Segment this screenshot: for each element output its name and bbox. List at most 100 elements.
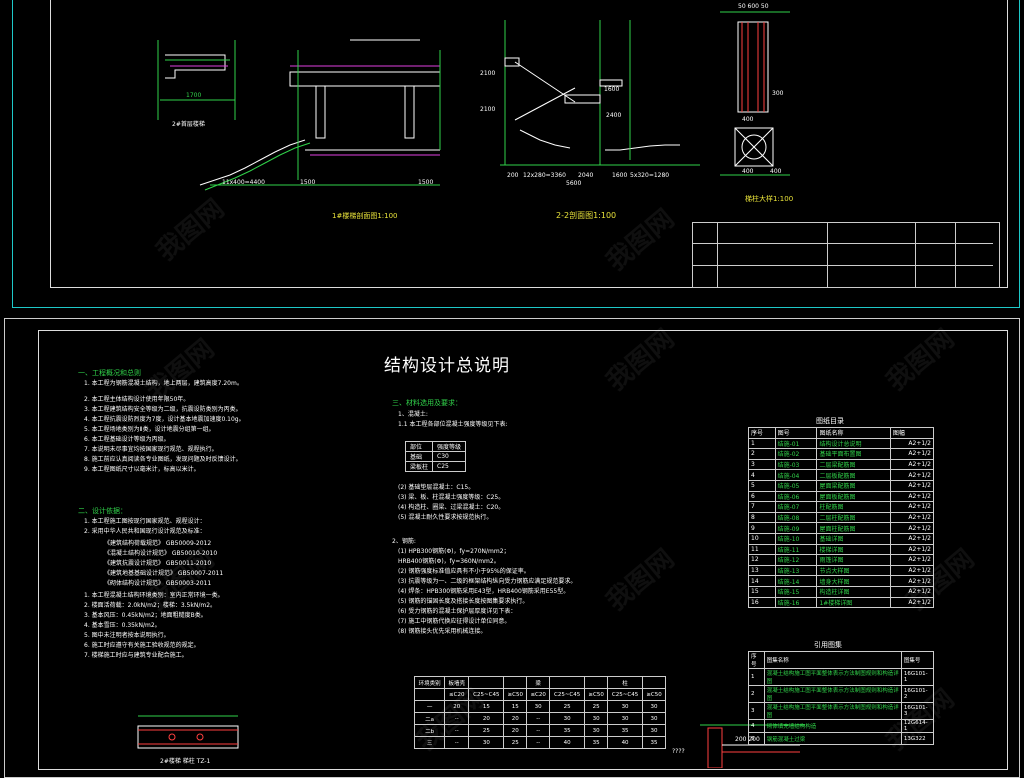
table-cell: 雨篷详图	[816, 554, 891, 566]
table-cell: 结施-04	[774, 469, 818, 481]
table-cell: 15	[503, 700, 528, 713]
text-line: 9. 本工程图纸尺寸以毫米计，标高以米计。	[84, 466, 200, 473]
table-cell: 30	[526, 700, 551, 713]
text-line: (8) 钢筋接头优先采用机械连接。	[398, 628, 487, 635]
table-cell: 混凝土结构施工图平面整体表示方法制图规则和构造详图	[763, 668, 902, 686]
table-cell: 12	[748, 554, 776, 566]
table-header-cell: 梁	[526, 676, 551, 689]
table-cell: 二a	[413, 712, 446, 725]
table-cell: 9	[748, 522, 776, 534]
dim-1700: 1700	[186, 92, 202, 99]
table-cell: A2+1/2	[889, 501, 935, 513]
table-cell: 基础	[404, 451, 434, 462]
text-line: 《建筑抗震设计规范》 GB50011-2010	[104, 560, 212, 567]
table-cell: 13G322	[900, 732, 935, 745]
table-header-cell	[503, 676, 528, 689]
text-line: (5) 混凝土耐久性要求按规范执行。	[398, 514, 493, 521]
table-cell: A2+1/2	[889, 448, 935, 460]
table-cell: 屋面梁配筋图	[816, 479, 891, 492]
table-cell: 30	[607, 712, 644, 725]
table-cell: 三	[413, 736, 446, 749]
view-1-label: 1#楼梯剖面图1:100	[332, 212, 398, 220]
table-header-cell	[584, 676, 609, 689]
table-cell: 结施-10	[774, 532, 818, 545]
dim-2100a: 2100	[480, 70, 496, 77]
table-cell: 25	[468, 724, 505, 737]
table-cell: 5	[748, 732, 765, 745]
dim-2100b: 2100	[480, 106, 496, 113]
table-cell: 基础详图	[816, 532, 891, 545]
table-cell: 20	[503, 712, 528, 725]
text-line: 2. 楼面活荷载：2.0kN/m2；楼梯：3.5kN/m2。	[84, 602, 217, 609]
dim-top: 50 600 50	[738, 3, 769, 10]
dim-1600: 1600	[612, 172, 628, 179]
table-cell: A2+1/2	[889, 554, 935, 566]
table-header-cell: 环境类别	[413, 676, 446, 689]
table-cell: --	[526, 712, 551, 725]
table-cell: 结施-06	[774, 490, 818, 503]
table-cell: 结构设计总说明	[816, 437, 891, 450]
table-cell: 10	[748, 532, 776, 545]
table-cell: 结施-16	[774, 596, 818, 609]
table-header-cell: 图纸名称	[816, 427, 891, 439]
table-cell: 5	[748, 479, 776, 492]
table-cell: 30	[584, 724, 609, 737]
table-cell: 砌体填充墙结构构造	[763, 719, 902, 733]
table-cell: 40	[607, 736, 644, 749]
table-cell: C25	[432, 461, 467, 472]
dim-2400: 2400	[606, 112, 622, 119]
table-header-cell: 序号	[748, 651, 765, 669]
bottom-right-label: ????	[672, 748, 685, 755]
table-header-cell: ≤C20	[444, 688, 470, 701]
table-cell: 35	[642, 736, 666, 749]
section-2-heading: 二、设计依据：	[78, 507, 127, 515]
table-cell: 30	[549, 712, 586, 725]
table-cell: 屋面柱配筋图	[816, 522, 891, 534]
text-line: (3) 抗震等级为一、二级的框架结构纵向受力钢筋应满足规范要求。	[398, 578, 577, 585]
table-cell: A2+1/2	[889, 511, 935, 524]
table-cell: 结施-15	[774, 585, 818, 598]
table-header-cell: C25~C45	[607, 688, 644, 701]
table-header-cell: ≥C50	[584, 688, 609, 701]
table-cell: A2+1/2	[889, 575, 935, 587]
text-line: (4) 焊条：HPB300钢筋采用E43型，HRB400钢筋采用E55型。	[398, 588, 570, 595]
dim-400c: 400	[770, 168, 782, 175]
dim-5x320: 5x320=1280	[630, 172, 670, 179]
table-cell: 30	[468, 736, 505, 749]
table-cell: 2	[748, 685, 765, 703]
detail-label: 梯柱大样1:100	[745, 195, 794, 203]
table-cell: 35	[584, 736, 609, 749]
table-header-cell: 序号	[748, 427, 776, 439]
table-cell: 4	[748, 469, 776, 481]
table-cell: 混凝土结构施工图平面整体表示方法制图规则和构造详图	[763, 702, 902, 720]
stair-section-drawings	[157, 11, 790, 191]
text-line: 7. 楼梯施工时应与建筑专业配合施工。	[84, 652, 188, 659]
table-cell: 6	[748, 490, 776, 503]
text-line: (1) HPB300钢筋(Φ)，fy=270N/mm2；	[398, 548, 510, 555]
table-cell: 30	[642, 700, 666, 713]
table-cell: 二b	[413, 724, 446, 737]
table-cell: A2+1/2	[889, 585, 935, 598]
text-line: 2. 本工程主体结构设计使用年限50年。	[84, 396, 190, 403]
table-cell: 25	[584, 700, 609, 713]
mid-text-line: 1.1 本工程各部位混凝土强度等级见下表:	[398, 421, 508, 428]
table-cell: 楼梯详图	[816, 543, 891, 556]
table-cell: 二层柱配筋图	[816, 511, 891, 524]
table-cell: 30	[642, 712, 666, 725]
text-line: 1. 本工程为钢筋混凝土结构，地上两层，建筑高度7.20m。	[84, 380, 243, 387]
table-cell: 20	[503, 724, 528, 737]
table-cell: 基础平面布置图	[816, 448, 891, 460]
table-cell: A2+1/2	[889, 490, 935, 503]
